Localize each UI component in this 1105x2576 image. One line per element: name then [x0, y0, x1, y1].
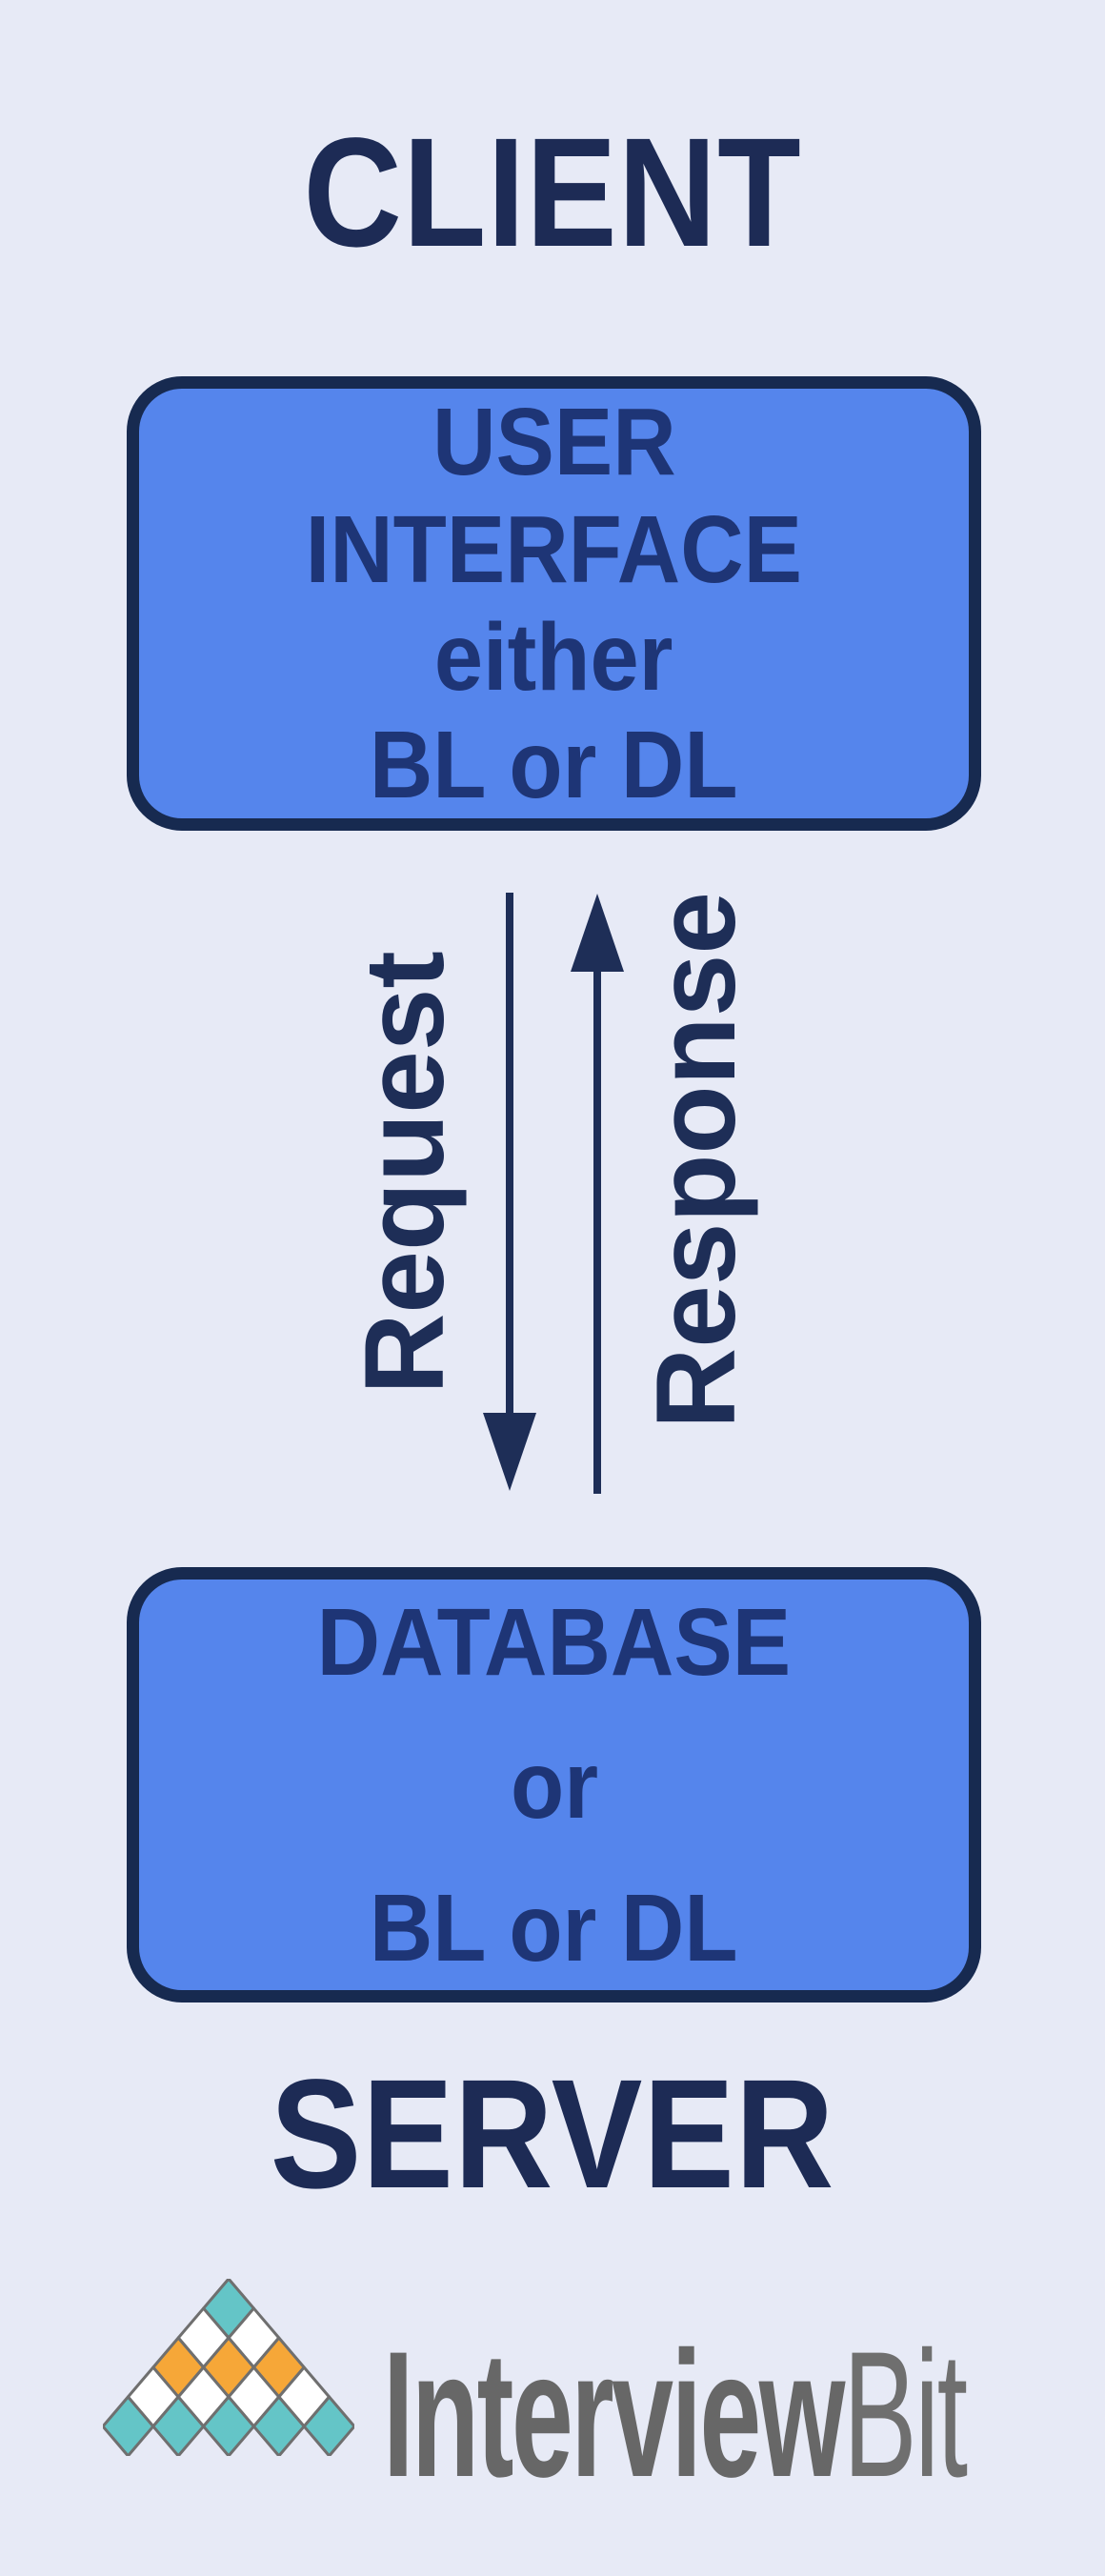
- response-label: Response: [633, 892, 759, 1429]
- server-box-line-2: or: [510, 1731, 598, 1839]
- logo-diamond-teal: [302, 2395, 356, 2458]
- client-box-line-1: USER: [432, 388, 676, 495]
- client-title: CLIENT: [303, 105, 802, 279]
- interviewbit-triangle-logo-icon: [101, 2277, 356, 2458]
- response-arrowhead-up-icon: [571, 894, 624, 972]
- request-arrowhead-down-icon: [483, 1413, 536, 1491]
- server-box-line-1: DATABASE: [316, 1588, 792, 1696]
- logo-diamond-teal: [101, 2395, 155, 2458]
- server-title: SERVER: [270, 2046, 835, 2221]
- logo-diamond-teal: [151, 2395, 206, 2458]
- request-label: Request: [342, 951, 468, 1395]
- server-box: DATABASE or BL or DL: [127, 1567, 981, 2002]
- client-box-line-3: either: [434, 603, 673, 711]
- request-arrow-line: [506, 893, 513, 1421]
- logo-diamond-teal: [202, 2395, 255, 2458]
- response-arrow-line: [593, 930, 601, 1494]
- brand-bit: Bit: [842, 2314, 968, 2514]
- interviewbit-wordmark: InterviewBit: [383, 2324, 968, 2504]
- server-box-line-3: BL or DL: [370, 1874, 738, 1982]
- logo-diamond-teal: [251, 2395, 306, 2458]
- client-box: USER INTERFACE either BL or DL: [127, 376, 981, 831]
- client-box-line-2: INTERFACE: [305, 495, 803, 603]
- client-box-line-4: BL or DL: [370, 711, 738, 818]
- brand-interview: Interview: [383, 2314, 845, 2514]
